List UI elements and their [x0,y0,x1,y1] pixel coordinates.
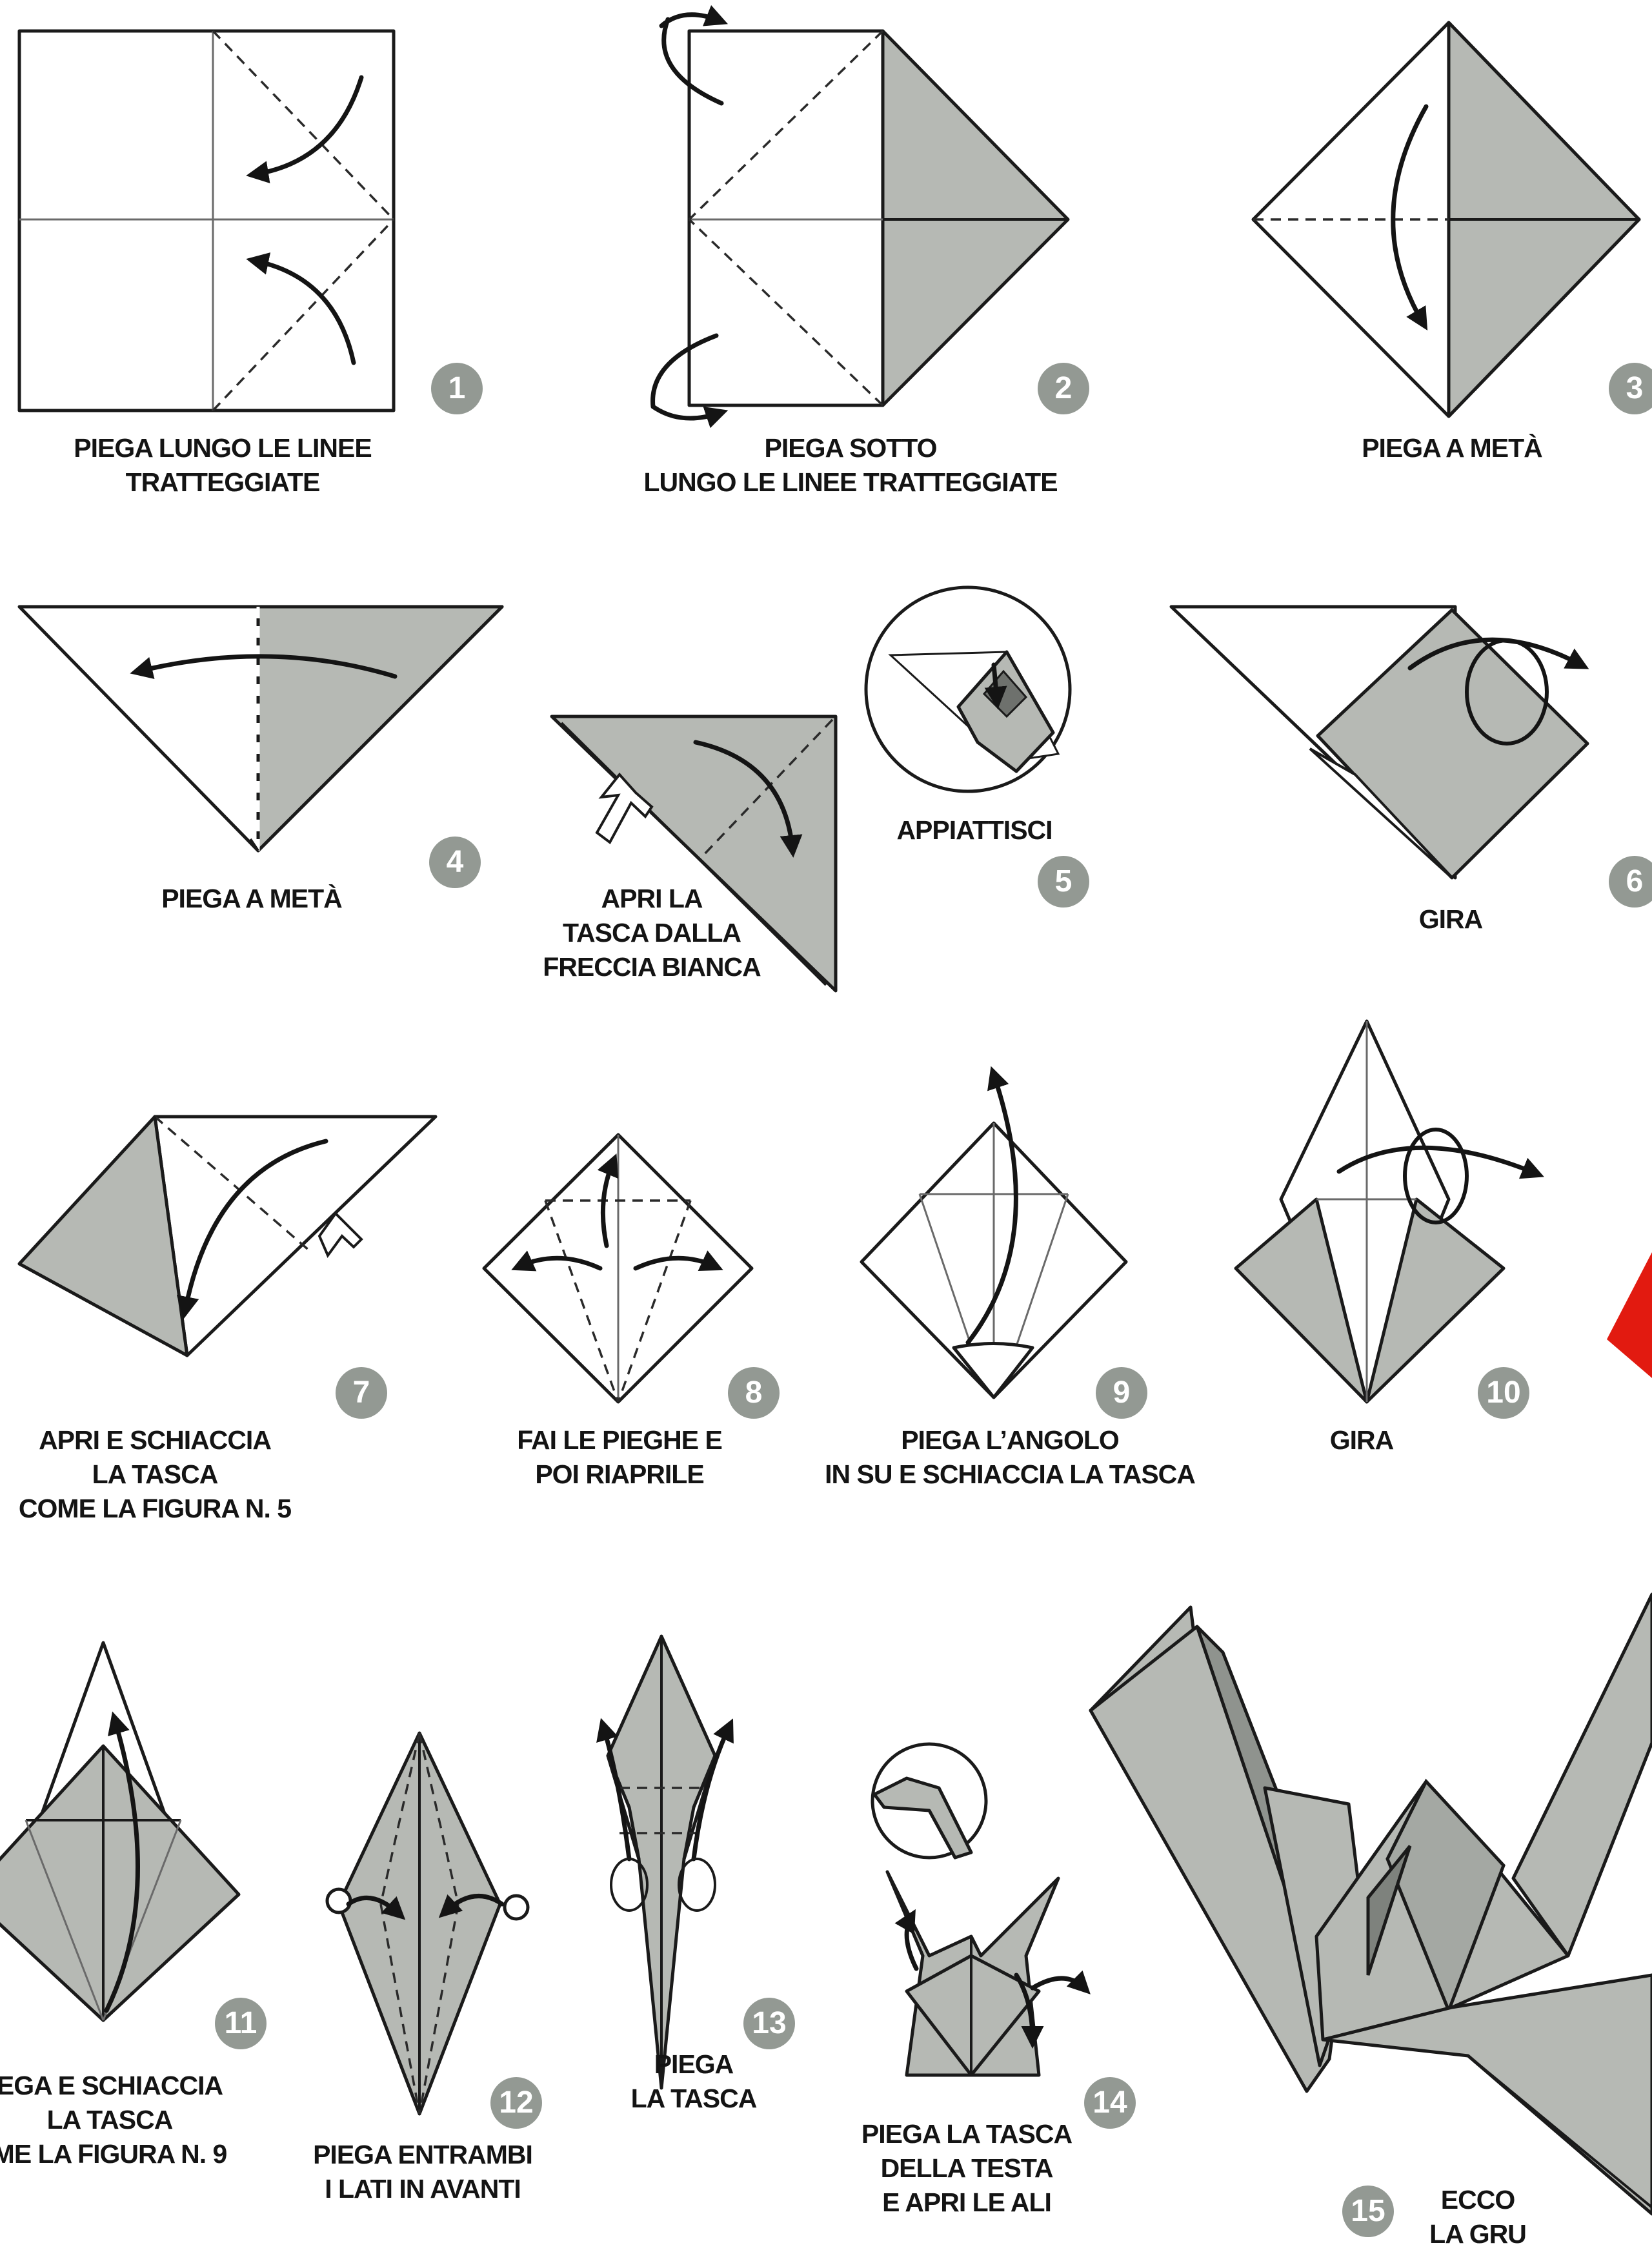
caption-line: I LATI IN AVANTI [197,2172,649,2206]
step-3-caption: PIEGA A METÀ [1226,431,1652,465]
step-1-caption: PIEGA LUNGO LE LINEE TRATTEGGIATE [0,431,445,500]
red-crane-fragment [1607,1252,1652,1378]
caption-line: LA TASCA [0,1457,381,1492]
step-badge-10: 10 [1478,1367,1529,1419]
caption-line: APRI LA [426,882,878,916]
caption-line: COME LA FIGURA N. 5 [0,1492,381,1526]
step-badge-5: 5 [1038,856,1089,908]
caption-line: GIRA [1136,1423,1587,1457]
step-13-drawing [603,1636,729,2088]
caption-line: PIEGA A METÀ [1226,431,1652,465]
step-9-drawing [861,1075,1126,1397]
step-2-caption: PIEGA SOTTO LUNGO LE LINEE TRATTEGGIATE [625,431,1076,500]
step-badge-11: 11 [215,1998,267,2049]
caption-line: EGA E SCHIACCIA [0,2069,336,2103]
caption-line: PIEGA A METÀ [26,882,478,916]
caption-line: LA TASCA [0,2103,336,2137]
step-5-caption-flatten: APPIATTISCI [749,813,1200,847]
step-8-drawing [484,1135,752,1402]
caption-line: PIEGA LUNGO LE LINEE [0,431,445,465]
step-15-caption: ECCO LA GRU [1252,2183,1652,2251]
step-badge-9: 9 [1096,1367,1147,1419]
step-10-drawing [1236,1021,1536,1402]
caption-line: FRECCIA BIANCA [426,950,878,984]
step-3-drawing [1253,23,1639,416]
step-6-drawing [1171,607,1587,878]
step-4-drawing [19,607,502,851]
caption-line: LA GRU [1252,2217,1652,2251]
step-14-caption: PIEGA LA TASCA DELLA TESTA E APRI LE ALI [741,2117,1193,2220]
step-badge-7: 7 [336,1367,387,1419]
caption-line: FAI LE PIEGHE E [394,1423,845,1457]
caption-line: TRATTEGGIATE [0,465,445,500]
step-badge-8: 8 [728,1367,780,1419]
caption-line: IN SU E SCHIACCIA LA TASCA [784,1457,1236,1492]
caption-line: TASCA DALLA [426,916,878,950]
caption-line: PIEGA [468,2047,920,2082]
caption-line: ECCO [1252,2183,1652,2217]
caption-line: PIEGA ENTRAMBI [197,2138,649,2172]
step-badge-4: 4 [429,837,481,888]
caption-line: APPIATTISCI [749,813,1200,847]
caption-line: LUNGO LE LINEE TRATTEGGIATE [625,465,1076,500]
step-11-drawing [0,1643,239,2020]
caption-line: DELLA TESTA [741,2151,1193,2186]
caption-line: PIEGA SOTTO [625,431,1076,465]
step-4-caption: PIEGA A METÀ [26,882,478,916]
step-badge-12: 12 [490,2077,542,2129]
step-badge-1: 1 [431,363,483,414]
step-badge-2: 2 [1038,363,1089,414]
step-5-caption: APRI LA TASCA DALLA FRECCIA BIANCA [426,882,878,984]
step-8-caption: FAI LE PIEGHE E POI RIAPRILE [394,1423,845,1492]
caption-line: APRI E SCHIACCIA [0,1423,381,1457]
step-2-drawing [653,15,1068,418]
step-badge-14: 14 [1084,2077,1136,2129]
step-7-drawing [19,1117,436,1355]
caption-line: E APRI LE ALI [741,2186,1193,2220]
step-10-caption: GIRA [1136,1423,1587,1457]
caption-line: POI RIAPRILE [394,1457,845,1492]
step-1-drawing [19,31,394,411]
step-badge-15: 15 [1342,2186,1394,2237]
step-14-drawing [872,1744,1084,2075]
caption-line: GIRA [1225,902,1652,937]
step-6-caption: GIRA [1225,902,1652,937]
step-badge-13: 13 [743,1998,795,2049]
step-12-caption: PIEGA ENTRAMBI I LATI IN AVANTI [197,2138,649,2206]
step-7-caption: APRI E SCHIACCIA LA TASCA COME LA FIGURA… [0,1423,381,1526]
